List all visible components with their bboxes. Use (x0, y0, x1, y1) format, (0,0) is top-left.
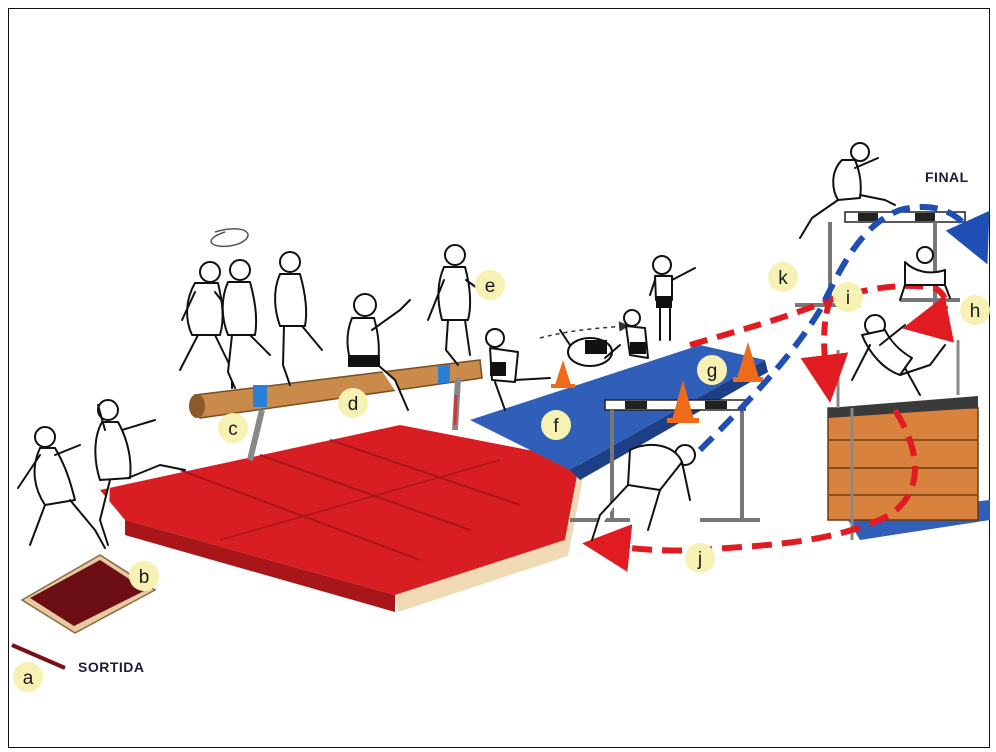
station-label-b: b (139, 567, 150, 588)
athlete-figure-standing (650, 256, 695, 340)
cone (551, 360, 575, 388)
station-badge-d: d (338, 388, 368, 418)
athlete-figure-vault (852, 315, 945, 395)
station-label-e: e (485, 276, 496, 297)
station-badge-f: f (541, 410, 571, 440)
athlete-figure-roll-2 (560, 330, 620, 366)
station-label-d: d (348, 394, 359, 415)
rotation-arrow (211, 229, 248, 247)
athlete-figure-roll-3 (624, 310, 648, 358)
flight-arrow (540, 326, 625, 338)
red-landing-mat (100, 425, 583, 612)
red-route-path (690, 286, 935, 345)
station-label-a: a (23, 668, 34, 689)
athlete-figure-start-1 (18, 427, 105, 548)
station-label-f: f (553, 416, 559, 437)
athlete-figure-beam-end (428, 245, 480, 365)
station-label-k: k (778, 268, 788, 289)
station-label-j: j (697, 549, 702, 570)
station-badge-j: j (685, 543, 715, 573)
station-label-g: g (707, 361, 718, 382)
station-badge-e: e (475, 270, 505, 300)
station-label-h: h (970, 301, 981, 322)
station-badge-k: k (768, 262, 798, 292)
finish-caption: FINAL (925, 169, 969, 185)
station-badge-b: b (129, 561, 159, 591)
station-badge-c: c (218, 413, 248, 443)
station-badge-h: h (960, 295, 990, 325)
station-badge-a: a (13, 662, 43, 692)
athlete-figure-beam-3 (275, 252, 322, 385)
red-route-path (920, 288, 946, 325)
athlete-figure-beam-2 (223, 260, 270, 388)
station-label-i: i (846, 288, 850, 309)
station-label-c: c (228, 419, 238, 440)
station-badge-g: g (697, 355, 727, 385)
red-route-path (824, 300, 830, 385)
start-caption: SORTIDA (78, 659, 145, 675)
station-badge-i: i (833, 282, 863, 312)
